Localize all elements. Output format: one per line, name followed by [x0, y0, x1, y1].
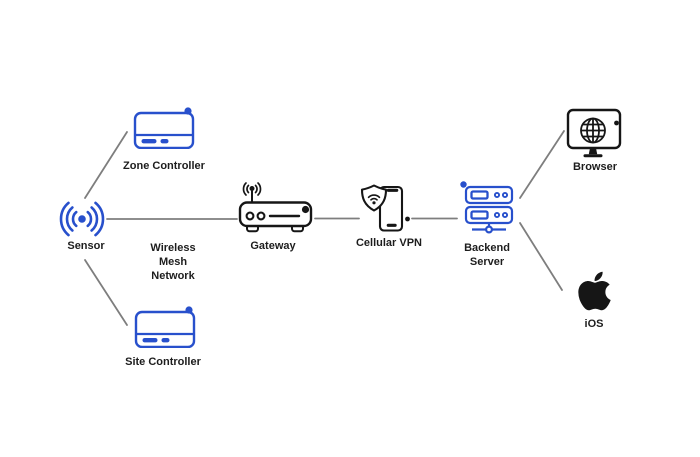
browser-label: Browser: [572, 161, 618, 173]
controller-device-icon: [134, 306, 196, 348]
connector-backend-ios: [519, 222, 563, 291]
connector-backend-browser: [519, 130, 565, 199]
router-icon: [238, 182, 313, 233]
connector-sensor-zone-controller: [84, 131, 128, 199]
site-controller-label: Site Controller: [125, 356, 201, 368]
apple-logo-icon: [578, 271, 611, 311]
ios-label: iOS: [584, 318, 604, 330]
server-stack-icon: [460, 181, 514, 234]
controller-device-icon: [133, 107, 195, 149]
backend-server-label: Backend Server: [464, 242, 510, 268]
sensor-label: Sensor: [67, 240, 105, 252]
connector-sensor-site-controller: [84, 259, 128, 326]
wireless-mesh-network-label: Wireless Mesh Network: [150, 242, 196, 282]
gateway-label: Gateway: [250, 240, 296, 252]
phone-shield-icon: [360, 184, 410, 232]
cellular-vpn-label: Cellular VPN: [355, 237, 423, 249]
monitor-globe-icon: [566, 108, 622, 158]
zone-controller-label: Zone Controller: [123, 160, 205, 172]
wireless-signal-icon: [59, 201, 105, 237]
